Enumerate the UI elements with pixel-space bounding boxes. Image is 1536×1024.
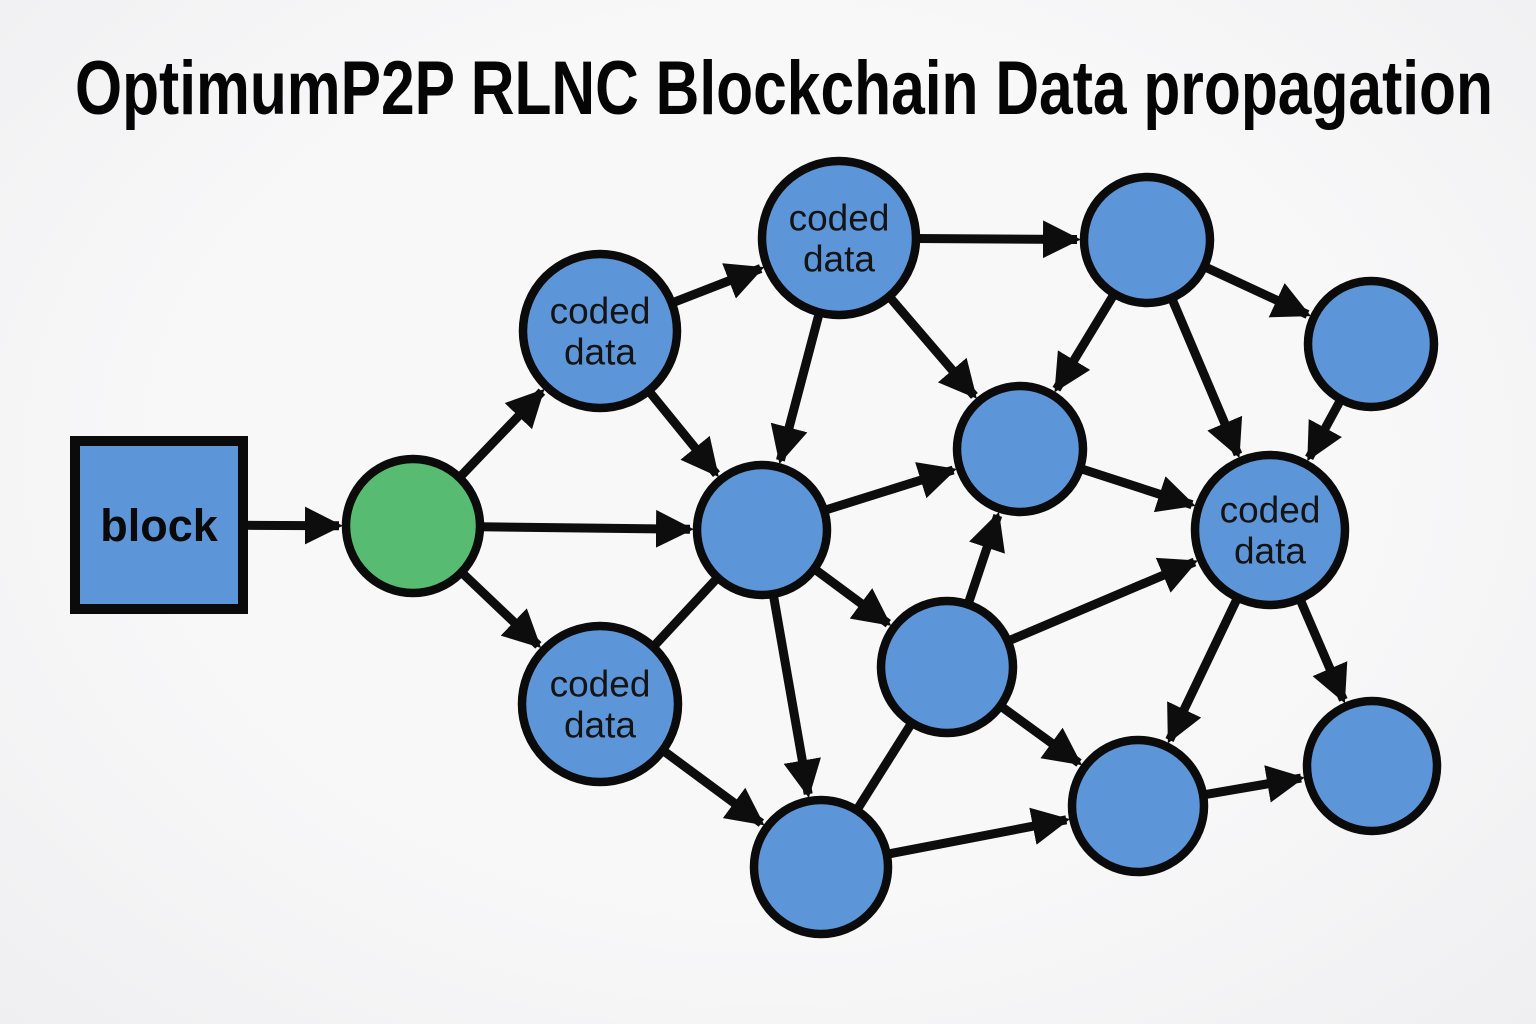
edge-coded-bottom-left-bottom — [660, 746, 765, 827]
node-bottom-right — [1067, 735, 1209, 877]
peer-node-shape — [749, 795, 893, 939]
edge-bottom-bottom-right — [885, 807, 1071, 859]
edge-center-hub-bottom-center — [811, 565, 892, 628]
peer-node-shape — [1190, 450, 1350, 610]
edge-green-node-center-hub — [479, 509, 694, 548]
edge-bottom-center-coded-right — [1006, 557, 1198, 646]
peer-node-shape — [518, 249, 682, 413]
peer-node-shape — [341, 454, 485, 598]
edge-top-right-far-right — [1202, 262, 1311, 319]
node-bottom — [749, 795, 893, 939]
edge-bottom-center-bottom-right — [997, 702, 1083, 767]
edge-coded-top-left-coded-top — [670, 263, 765, 308]
edge-green-node-coded-bottom-left — [458, 568, 542, 649]
peer-node-shape — [1067, 735, 1209, 877]
edge-bottom-right-bottom-far-right — [1202, 765, 1305, 803]
node-center-hub — [692, 460, 832, 600]
edge-bottom-center-center-right — [963, 511, 1005, 606]
edge-center-hub-center-right — [822, 462, 957, 515]
edge-coded-bottom-left-center-hub — [649, 574, 721, 650]
page-title: OptimumP2P RLNC Blockchain Data propagat… — [75, 46, 1493, 131]
edge-coded-right-bottom-far-right — [1295, 597, 1348, 704]
node-green-node — [341, 454, 485, 598]
node-label-block: block — [100, 500, 219, 551]
edge-center-right-coded-right — [1078, 464, 1196, 513]
peer-node-shape — [1079, 172, 1215, 308]
peer-node-shape — [1302, 696, 1442, 836]
edges-layer — [242, 220, 1348, 859]
node-bottom-center — [876, 596, 1018, 738]
peer-node-shape — [1303, 276, 1439, 412]
edge-top-right-center-right — [1052, 291, 1119, 393]
edge-coded-top-top-right — [915, 220, 1081, 259]
node-block: block — [70, 436, 248, 614]
node-center-right — [952, 381, 1088, 517]
edge-center-hub-bottom — [768, 593, 821, 798]
edge-top-right-coded-right — [1167, 296, 1243, 458]
edge-coded-top-center-hub — [770, 311, 824, 465]
peer-node-shape — [692, 460, 832, 600]
peer-node-shape — [757, 156, 921, 320]
edge-bottom-bottom-center — [852, 720, 916, 813]
peer-node-shape — [952, 381, 1088, 517]
edge-green-node-coded-top-left — [456, 388, 546, 481]
edge-coded-right-bottom-right — [1165, 595, 1242, 744]
edge-far-right-coded-right — [1305, 397, 1345, 462]
node-top-right — [1079, 172, 1215, 308]
block-shape — [70, 436, 248, 614]
node-far-right — [1303, 276, 1439, 412]
node-bottom-far-right — [1302, 696, 1442, 836]
peer-node-shape — [876, 596, 1018, 738]
peer-node-shape — [517, 621, 683, 787]
edge-coded-top-left-center-hub — [645, 387, 720, 478]
edge-coded-top-center-right — [885, 293, 978, 399]
